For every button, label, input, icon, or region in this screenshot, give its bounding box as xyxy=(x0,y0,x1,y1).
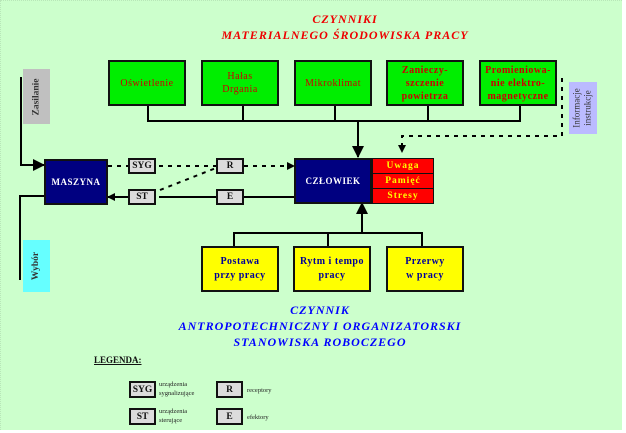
legend-r: R xyxy=(216,381,243,398)
legend-title: LEGENDA: xyxy=(94,355,142,365)
attribute-label: Pamięć xyxy=(385,176,421,186)
factor-label: Mikroklimat xyxy=(304,77,362,89)
power-label: Zasilanie xyxy=(23,69,50,124)
factor-label: Zanieczy- szczenie powietrza xyxy=(401,64,449,102)
legend-syg: SYG xyxy=(129,381,156,398)
factor-label: Przerwy w pracy xyxy=(405,256,445,281)
legend-desc-st: urządzenia sterujące xyxy=(159,408,188,424)
factor-microclimate[interactable]: Mikroklimat xyxy=(294,60,372,106)
st-label: ST xyxy=(136,192,148,202)
effector-e[interactable]: E xyxy=(216,189,244,205)
factor-label: Postawa przy pracy xyxy=(214,256,266,281)
factor-label: Promieniowa- nie elektro- magnetyczne xyxy=(485,64,551,102)
factor-em-radiation[interactable]: Promieniowa- nie elektro- magnetyczne xyxy=(479,60,557,106)
choice-line xyxy=(19,195,44,280)
info-instructions-label: Informacje instrukcje xyxy=(569,82,597,134)
legend-st: ST xyxy=(129,408,156,425)
human-label: CZŁOWIEK xyxy=(305,176,361,186)
org-bus-line xyxy=(233,232,423,246)
factor-work-rhythm[interactable]: Rytm i tempo pracy xyxy=(293,246,371,292)
factor-label: Oświetlenie xyxy=(120,77,174,89)
title-line: STANOWISKA ROBOCZEGO xyxy=(233,335,407,349)
power-text: Zasilanie xyxy=(31,78,42,115)
control-device-st[interactable]: ST xyxy=(128,189,156,205)
factor-air-pollution[interactable]: Zanieczy- szczenie powietrza xyxy=(386,60,464,106)
legend-code: E xyxy=(226,411,233,422)
machine-label: MASZYNA xyxy=(51,177,101,187)
info-text: Informacje instrukcje xyxy=(572,88,594,128)
title-line: CZYNNIK xyxy=(290,303,350,317)
legend-code: R xyxy=(226,384,233,395)
legend-code: ST xyxy=(136,411,149,422)
legend-desc-syg: urządzenia sygnalizujące xyxy=(159,381,195,397)
syg-label: SYG xyxy=(132,161,152,171)
attribute-label: Uwaga xyxy=(386,161,420,171)
factor-lighting[interactable]: Oświetlenie xyxy=(108,60,186,106)
choice-label: Wybór xyxy=(23,240,50,292)
organizational-factors-title: CZYNNIK ANTROPOTECHNICZNY I ORGANIZATORS… xyxy=(150,302,490,350)
factor-work-breaks[interactable]: Przerwy w pracy xyxy=(386,246,464,292)
e-label: E xyxy=(226,192,234,202)
factor-noise-vibration[interactable]: Hałas Drgania xyxy=(201,60,279,106)
attribute-attention[interactable]: Uwaga xyxy=(372,158,434,174)
receptor-r[interactable]: R xyxy=(216,158,244,174)
legend-desc-e: efektory xyxy=(247,414,269,421)
signal-device-syg[interactable]: SYG xyxy=(128,158,156,174)
attribute-label: Stresy xyxy=(387,191,419,201)
attribute-stress[interactable]: Stresy xyxy=(372,188,434,204)
human-box[interactable]: CZŁOWIEK xyxy=(294,158,372,204)
factor-label: Rytm i tempo pracy xyxy=(300,256,364,281)
title-line: ANTROPOTECHNICZNY I ORGANIZATORSKI xyxy=(178,319,462,333)
legend-desc-r: receptory xyxy=(247,387,272,394)
title-line: CZYNNIKI xyxy=(312,12,378,26)
power-line xyxy=(20,77,45,171)
r-label: R xyxy=(226,161,234,171)
attribute-memory[interactable]: Pamięć xyxy=(372,173,434,189)
factor-label: Hałas Drgania xyxy=(222,71,258,95)
st-to-r-dotted xyxy=(159,167,217,191)
material-factors-title: CZYNNIKI MATERIALNEGO ŚRODOWISKA PRACY xyxy=(180,11,510,43)
choice-text: Wybór xyxy=(31,251,42,281)
legend-code: SYG xyxy=(132,384,153,395)
legend-e: E xyxy=(216,408,243,425)
machine-box[interactable]: MASZYNA xyxy=(44,159,108,205)
factor-bus-line xyxy=(147,106,521,122)
title-line: MATERIALNEGO ŚRODOWISKA PRACY xyxy=(221,28,469,42)
factor-work-posture[interactable]: Postawa przy pracy xyxy=(201,246,279,292)
info-line xyxy=(398,78,563,153)
